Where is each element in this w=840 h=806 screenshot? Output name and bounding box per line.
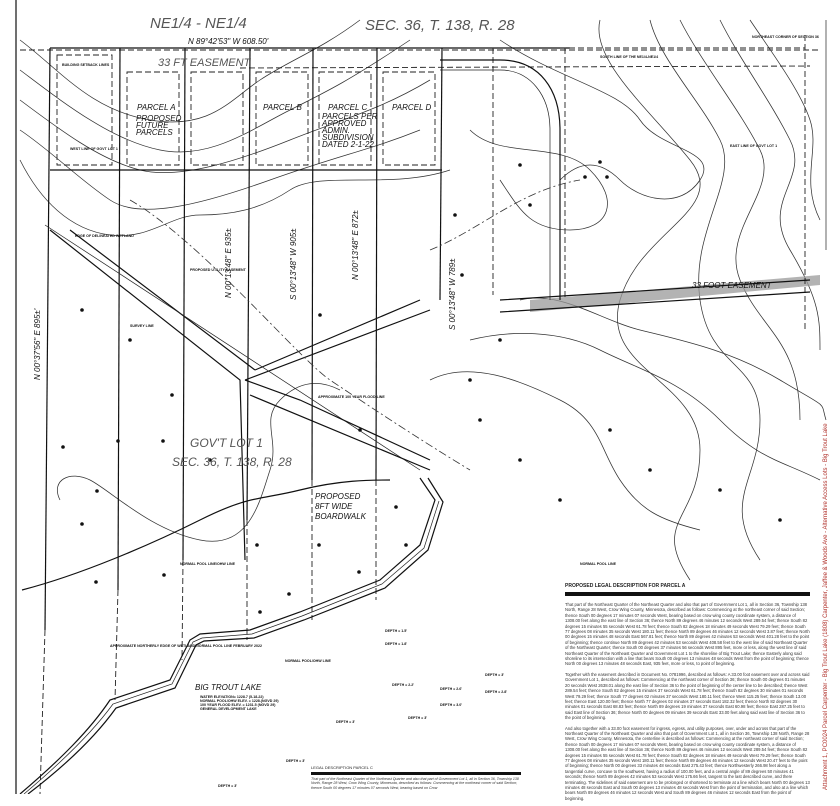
- contour-lines: [19, 19, 827, 581]
- access-road: [440, 59, 561, 300]
- section-label: SEC. 36, T. 138, R. 28: [365, 17, 515, 34]
- lake-note: GENERAL DEVELOPMENT LAKE: [200, 707, 257, 711]
- svg-text:DATED 2-1-22: DATED 2-1-22: [322, 140, 374, 149]
- lake-note: NORMAL POOL/OHW ELEV. = 1228.(NGVD 29): [200, 699, 279, 703]
- lake-name: BIG TROUT LAKE: [195, 683, 262, 692]
- svg-text:DEPTH = 3': DEPTH = 3': [336, 720, 355, 724]
- easement-line: [239, 65, 811, 69]
- survey-line-label: SURVEY LINE: [130, 324, 154, 328]
- govt-lot-label: GOV'T LOT 1: [190, 436, 263, 450]
- svg-text:ADMIN.: ADMIN.: [321, 126, 350, 135]
- parcel-d-label: PARCEL D: [392, 103, 431, 112]
- divider: [311, 772, 521, 775]
- svg-text:DEPTH = 2.8': DEPTH = 2.8': [485, 690, 507, 694]
- tree-markers: [61, 160, 782, 614]
- svg-text:FUTURE: FUTURE: [136, 121, 169, 130]
- bearing-line-1: N 00°13'48" E 935±: [224, 228, 233, 298]
- parcel-a-note: PROPOSED FUTURE PARCELS: [136, 114, 182, 137]
- attachment-caption: Attachment 1, PC0024 Parcel Carpenter - …: [823, 423, 829, 790]
- svg-text:PARCELS PER: PARCELS PER: [322, 112, 378, 121]
- parcel-lines: [39, 47, 443, 794]
- svg-text:SUBDIVISION: SUBDIVISION: [322, 133, 374, 142]
- svg-text:DEPTH = 2.2': DEPTH = 2.2': [392, 683, 414, 687]
- svg-text:PARCELS: PARCELS: [136, 128, 173, 137]
- normal-pool-line-label: NORMAL POOL LINE: [580, 562, 617, 566]
- svg-text:DEPTH = 1.8': DEPTH = 1.8': [385, 642, 407, 646]
- legal-description-parcel-a: PROPOSED LEGAL DESCRIPTION FOR PARCEL A …: [565, 583, 810, 806]
- quarter-label: NE1/4 - NE1/4: [150, 15, 247, 32]
- shoreline: [19, 477, 444, 794]
- svg-text:DEPTH = 3': DEPTH = 3': [485, 673, 504, 677]
- boardwalk-path: [244, 379, 431, 471]
- legal-c-heading: LEGAL DESCRIPTION PARCEL C: [311, 765, 373, 770]
- svg-text:DEPTH = 3': DEPTH = 3': [218, 784, 237, 788]
- easement-label: 33 FT EASEMENT: [158, 57, 252, 69]
- ne-corner-label: NORTHEAST CORNER OF SECTION 36: [752, 35, 819, 39]
- parcel-c-label: PARCEL C: [328, 103, 367, 112]
- parcel-c-note: PARCELS PER APPROVED ADMIN. SUBDIVISION …: [321, 112, 378, 149]
- legal-c-paragraph: That part of the Northeast Quarter of th…: [311, 777, 519, 790]
- divider: [565, 592, 810, 596]
- bearing-line-4: S 00°13'48" W 789±: [448, 258, 457, 330]
- boardwalk-label-2: 8FT WIDE: [315, 502, 353, 511]
- west-line-label: WEST LINE OF GOVT LOT 1: [70, 147, 118, 151]
- flood-line-label: APPROXIMATE 100 YEAR FLOOD LINE: [318, 395, 385, 399]
- svg-text:DEPTH = 1.5': DEPTH = 1.5': [385, 629, 407, 633]
- utility-easement-west: [49, 229, 256, 561]
- svg-text:PROPOSED: PROPOSED: [136, 114, 182, 123]
- svg-text:DEPTH = 3': DEPTH = 3': [408, 716, 427, 720]
- legal-a-paragraph: And also together with a 33.00 foot ease…: [565, 725, 810, 801]
- parcel-b-label: PARCEL B: [263, 103, 302, 112]
- lake-note: WATER ELEVATION= 1228.7 (5-18-22): [200, 695, 264, 699]
- wetland-label: EDGE OF DELINEATED WETLAND: [75, 234, 134, 238]
- legal-a-paragraph: Together with the easement described in …: [565, 671, 810, 721]
- depth-soundings: DEPTH = 1.5' DEPTH = 1.8' DEPTH = 2.2' D…: [218, 629, 507, 788]
- normal-pool-line: [21, 479, 391, 591]
- boardwalk-label-3: BOARDWALK: [315, 512, 367, 521]
- legal-a-paragraph: That part of the Northeast Quarter of th…: [565, 602, 810, 667]
- boardwalk-label-1: PROPOSED: [315, 492, 361, 501]
- easement-hatch: [530, 275, 820, 312]
- bearing-line-2: S 00°13'48" W 905±: [289, 228, 298, 300]
- normal-pool-label: NORMAL POOL LINE/OHW LINE: [180, 562, 236, 566]
- east-line-label: EAST LINE OF GOVT LOT 1: [730, 144, 777, 148]
- west-bearing: N 00°37'56" E 895±': [33, 308, 42, 380]
- govt-lot-section: SEC. 36, T. 138, R. 28: [172, 455, 292, 469]
- south-line-label: SOUTH LINE OF THE NE1/4-NE1/4: [600, 55, 658, 59]
- svg-text:DEPTH = 2.6': DEPTH = 2.6': [440, 687, 462, 691]
- setback-label: BUILDING SETBACK LINES: [62, 63, 110, 67]
- svg-text:DEPTH = 3.0': DEPTH = 3.0': [440, 703, 462, 707]
- lake-note: 100 YEAR FLOOD ELEV. = 1231.5 (NGVD 29): [200, 703, 276, 707]
- north-bearing: N 89°42'53" W 608.50': [188, 37, 269, 46]
- normal-pool-ohw-label: NORMAL POOL/OHW LINE: [285, 659, 331, 663]
- wetland-edge-label: APPROXIMATE NORTHERLY EDGE OF WETLAND/NO…: [110, 644, 262, 648]
- parcel-a-label: PARCEL A: [137, 103, 176, 112]
- svg-text:APPROVED: APPROVED: [321, 119, 367, 128]
- survey-line: [44, 224, 421, 471]
- svg-text:DEPTH = 3': DEPTH = 3': [286, 759, 305, 763]
- legal-description-parcel-c: LEGAL DESCRIPTION PARCEL C That part of …: [311, 765, 521, 795]
- 33-foot-easement-label: 33 FOOT EASEMENT: [692, 281, 773, 290]
- 33-foot-easement-lines: [499, 279, 811, 313]
- utility-easement-east: [244, 299, 431, 381]
- bearing-line-3: N 00°13'48" E 872±: [351, 210, 360, 280]
- proposed-easement-label: PROPOSED UTILITY EASEMENT: [190, 268, 247, 272]
- legal-a-heading: PROPOSED LEGAL DESCRIPTION FOR PARCEL A: [565, 583, 686, 589]
